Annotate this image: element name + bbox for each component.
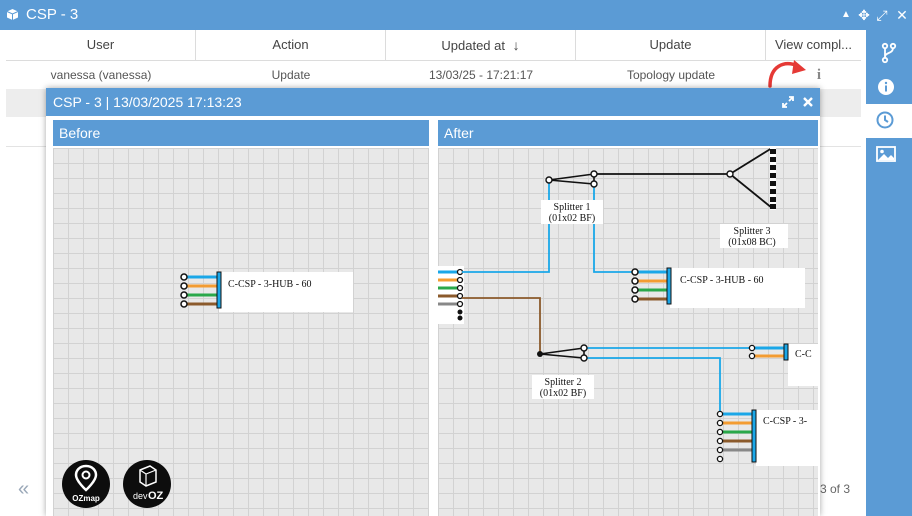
splitter-2[interactable]: Splitter 2 (01x02 BF) — [532, 344, 594, 399]
cell-user: vanessa (vanessa) — [50, 68, 152, 82]
after-diagram[interactable]: Splitter 1 (01x02 BF) Splitter 3 (01x08 … — [438, 148, 818, 516]
splitter3-name: Splitter 3 — [734, 226, 771, 237]
pager-count: 3 of 3 — [820, 482, 851, 496]
splitter2-name: Splitter 2 — [545, 377, 582, 388]
info-icon[interactable]: i — [816, 67, 821, 83]
minimize-icon[interactable]: ▲ — [841, 9, 851, 20]
info-circle-icon[interactable] — [877, 78, 895, 96]
column-updated-at[interactable]: Updated at ↓ — [386, 30, 576, 60]
column-update[interactable]: Update — [576, 30, 766, 60]
image-icon[interactable] — [876, 146, 896, 162]
pager-prev-button[interactable]: « — [18, 478, 30, 500]
partial-cable-1[interactable]: C-C — [748, 343, 818, 386]
column-view-complete[interactable]: View compl... — [774, 37, 853, 52]
move-icon[interactable]: ✥ — [858, 7, 870, 23]
column-updated-at-label: Updated at — [441, 38, 505, 53]
history-tab[interactable] — [866, 104, 912, 138]
splitter-3[interactable]: Splitter 3 (01x08 BC) — [720, 148, 788, 248]
partial-cable-1-label: C-C — [795, 349, 812, 360]
fiber-to-splitter2[interactable] — [462, 297, 541, 354]
before-cable[interactable]: C-CSP - 3-HUB - 60 — [180, 271, 353, 312]
red-arrow-icon — [768, 60, 806, 88]
before-hub-label: C-CSP - 3-HUB - 60 — [228, 279, 312, 290]
before-diagram[interactable]: C-CSP - 3-HUB - 60 OZmap dev OZ — [53, 148, 429, 516]
devoz-suffix-text: OZ — [148, 490, 164, 502]
window-title: CSP - 3 — [26, 6, 79, 23]
column-action[interactable]: Action — [196, 30, 386, 60]
fiber-to-splitter1[interactable] — [462, 180, 550, 273]
clock-icon — [876, 111, 894, 129]
partial-cable-2-label: C-CSP - 3- — [763, 416, 807, 427]
window-header — [0, 0, 912, 30]
cell-action: Update — [271, 68, 311, 82]
cell-updated-at: 13/03/25 - 17:21:17 — [428, 68, 534, 82]
devoz-prefix-text: dev — [133, 491, 148, 501]
box-icon — [6, 9, 19, 20]
close-icon[interactable] — [802, 96, 814, 108]
popup-title: CSP - 3 | 13/03/2025 17:13:23 — [53, 94, 242, 110]
source-cable[interactable] — [438, 266, 464, 324]
branch-icon[interactable] — [879, 42, 899, 64]
hub-cable[interactable]: C-CSP - 3-HUB - 60 — [631, 267, 805, 308]
comparison-popup: CSP - 3 | 13/03/2025 17:13:23 Before C-C… — [46, 88, 820, 516]
ozmap-logo: OZmap — [62, 460, 110, 508]
close-icon[interactable]: ✕ — [896, 7, 908, 23]
table-header: User Action Updated at ↓ Update View com… — [6, 30, 861, 61]
ozmap-logo-text: OZmap — [72, 494, 100, 503]
after-pane-title: After — [438, 120, 818, 146]
after-hub-label: C-CSP - 3-HUB - 60 — [680, 275, 764, 286]
splitter2-type: (01x02 BF) — [540, 388, 586, 399]
splitter-1[interactable]: Splitter 1 (01x02 BF) — [541, 170, 603, 224]
splitter1-type: (01x02 BF) — [549, 213, 595, 224]
table-row[interactable]: vanessa (vanessa) Update 13/03/25 - 17:2… — [6, 61, 861, 89]
fiber-to-hub[interactable] — [593, 184, 635, 273]
devoz-logo: dev OZ — [123, 460, 171, 508]
column-user[interactable]: User — [6, 30, 196, 60]
splitter3-type: (01x08 BC) — [728, 237, 776, 248]
expand-icon[interactable]: ⤢ — [876, 7, 888, 23]
splitter1-name: Splitter 1 — [554, 202, 591, 213]
before-pane-title: Before — [53, 120, 429, 146]
right-sidebar — [866, 30, 912, 516]
partial-cable-2[interactable]: C-CSP - 3- — [716, 409, 818, 466]
expand-icon[interactable] — [782, 96, 794, 108]
popup-header — [46, 88, 820, 116]
cell-update: Topology update — [626, 68, 716, 82]
fiber-to-cable2[interactable] — [584, 357, 721, 413]
sort-down-icon: ↓ — [512, 37, 520, 53]
